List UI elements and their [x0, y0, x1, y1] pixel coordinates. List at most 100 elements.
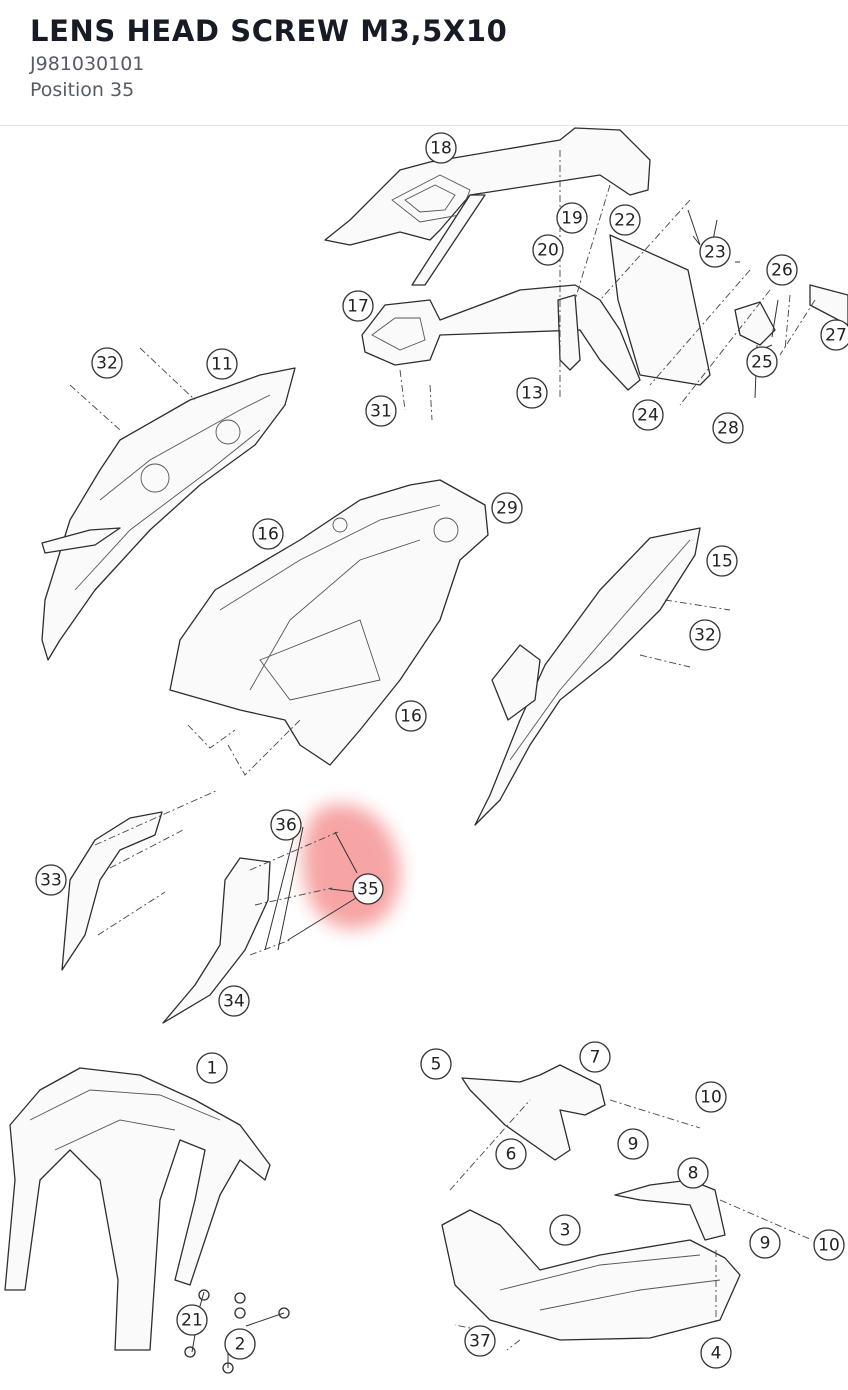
callout-number: 3 [560, 1221, 571, 1241]
callout-9[interactable]: 9 [749, 1227, 781, 1259]
callout-number: 10 [818, 1236, 840, 1256]
callout-34[interactable]: 34 [218, 985, 250, 1017]
highlight-area [302, 804, 401, 930]
callout-18[interactable]: 18 [425, 132, 457, 164]
callout-22[interactable]: 22 [609, 204, 641, 236]
callout-number: 20 [537, 241, 559, 261]
callout-circle [91, 347, 123, 379]
callout-31[interactable]: 31 [365, 395, 397, 427]
callout-circle [549, 1214, 581, 1246]
callout-3[interactable]: 3 [549, 1214, 581, 1246]
callout-24[interactable]: 24 [632, 399, 664, 431]
callout-26[interactable]: 26 [766, 254, 798, 286]
part-number: J981030101 [30, 53, 145, 75]
callout-circle [35, 864, 67, 896]
callout-33[interactable]: 33 [35, 864, 67, 896]
callout-circle [813, 1229, 845, 1261]
callout-circle [699, 236, 731, 268]
callout-circle [532, 234, 564, 266]
callout-number: 19 [561, 209, 583, 229]
callout-9[interactable]: 9 [617, 1128, 649, 1160]
callout-number: 11 [211, 355, 233, 375]
callout-17[interactable]: 17 [342, 290, 374, 322]
callout-circle [420, 1048, 452, 1080]
callout-32[interactable]: 32 [689, 619, 721, 651]
callout-number: 29 [496, 499, 518, 519]
callout-13[interactable]: 13 [516, 377, 548, 409]
callout-25[interactable]: 25 [746, 346, 778, 378]
callout-number: 9 [760, 1234, 771, 1254]
callout-16[interactable]: 16 [252, 518, 284, 550]
callout-number: 22 [614, 211, 636, 231]
rear-frame-group [324, 127, 848, 421]
callout-circle [700, 1337, 732, 1369]
callout-number: 8 [688, 1164, 699, 1184]
callout-number: 4 [711, 1344, 722, 1364]
callout-circle [270, 809, 302, 841]
callout-number: 18 [430, 139, 452, 159]
callout-21[interactable]: 21 [176, 1304, 208, 1336]
callout-circle [617, 1128, 649, 1160]
part-title: LENS HEAD SCREW M3,5X10 [30, 14, 508, 48]
callout-number: 6 [506, 1145, 517, 1165]
callout-number: 23 [704, 243, 726, 263]
callout-circle [342, 290, 374, 322]
callout-number: 13 [521, 384, 543, 404]
callout-number: 21 [181, 1311, 203, 1331]
callout-29[interactable]: 29 [491, 492, 523, 524]
callout-19[interactable]: 19 [556, 202, 588, 234]
callout-36[interactable]: 36 [270, 809, 302, 841]
callout-circle [689, 619, 721, 651]
callout-10[interactable]: 10 [695, 1081, 727, 1113]
lower-side-panels [61, 789, 339, 1024]
callout-4[interactable]: 4 [700, 1337, 732, 1369]
callout-circle [352, 873, 384, 905]
callout-number: 37 [469, 1332, 491, 1352]
callout-16[interactable]: 16 [395, 700, 427, 732]
callout-number: 27 [825, 326, 847, 346]
callout-number: 32 [96, 354, 118, 374]
callout-20[interactable]: 20 [532, 234, 564, 266]
callout-circle [712, 412, 744, 444]
callout-circle [196, 1052, 228, 1084]
callout-number: 15 [711, 552, 733, 572]
callout-circle [706, 545, 738, 577]
callout-28[interactable]: 28 [712, 412, 744, 444]
callout-circle [609, 204, 641, 236]
callout-number: 28 [717, 419, 739, 439]
callout-35[interactable]: 35 [352, 873, 384, 905]
callout-number: 2 [235, 1335, 246, 1355]
callout-2[interactable]: 2 [224, 1328, 256, 1360]
callout-32[interactable]: 32 [91, 347, 123, 379]
callout-5[interactable]: 5 [420, 1048, 452, 1080]
callout-8[interactable]: 8 [677, 1157, 709, 1189]
callout-number: 32 [694, 626, 716, 646]
engine-guard-group [441, 1064, 813, 1351]
callout-circle [516, 377, 548, 409]
callout-11[interactable]: 11 [206, 348, 238, 380]
callout-7[interactable]: 7 [579, 1041, 611, 1073]
callout-number: 16 [257, 525, 279, 545]
part-header: LENS HEAD SCREW M3,5X10 J981030101 Posit… [0, 0, 848, 126]
callout-number: 34 [223, 992, 245, 1012]
callout-1[interactable]: 1 [196, 1052, 228, 1084]
callout-27[interactable]: 27 [820, 319, 848, 351]
left-side-cover [41, 347, 296, 661]
callout-circle [695, 1081, 727, 1113]
right-side-cover [474, 527, 731, 826]
callout-6[interactable]: 6 [495, 1138, 527, 1170]
callout-number: 5 [431, 1055, 442, 1075]
callout-circle [677, 1157, 709, 1189]
callout-circle [749, 1227, 781, 1259]
callout-number: 1 [207, 1059, 218, 1079]
callout-circle [206, 348, 238, 380]
callout-23[interactable]: 23 [699, 236, 731, 268]
callout-15[interactable]: 15 [706, 545, 738, 577]
callout-circle [632, 399, 664, 431]
callout-37[interactable]: 37 [464, 1325, 496, 1357]
part-position: Position 35 [30, 79, 135, 101]
callout-10[interactable]: 10 [813, 1229, 845, 1261]
callout-number: 17 [347, 297, 369, 317]
